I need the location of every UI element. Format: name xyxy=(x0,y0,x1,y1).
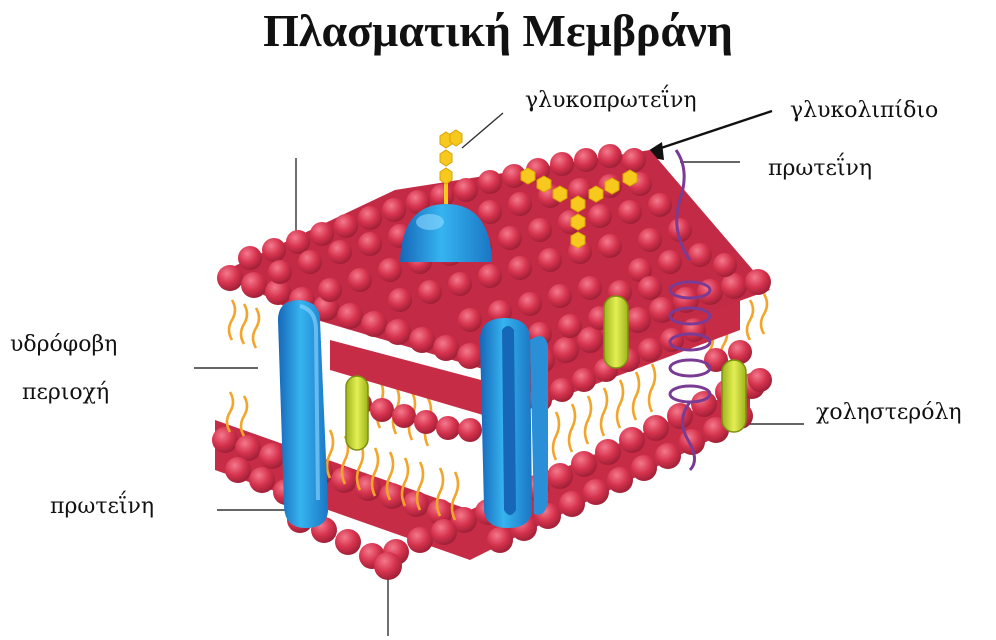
channel-protein xyxy=(480,318,548,528)
label-hydrophobic-line2: περιοχή xyxy=(22,380,109,405)
glycolipid-arrow xyxy=(640,111,772,160)
label-protein-bottom: πρωτεΐνη xyxy=(50,494,154,519)
leader-glycoprotein xyxy=(462,113,503,148)
transmembrane-protein-left xyxy=(278,300,328,528)
label-cholesterol: χοληστερόλη xyxy=(816,400,962,425)
label-glycolipid: γλυκολιπίδιο xyxy=(790,98,938,123)
label-protein-top: πρωτεΐνη xyxy=(768,156,872,181)
label-glycoprotein: γλυκοπρωτεΐνη xyxy=(525,88,697,113)
label-hydrophobic-line1: υδρόφοβη xyxy=(10,332,117,357)
